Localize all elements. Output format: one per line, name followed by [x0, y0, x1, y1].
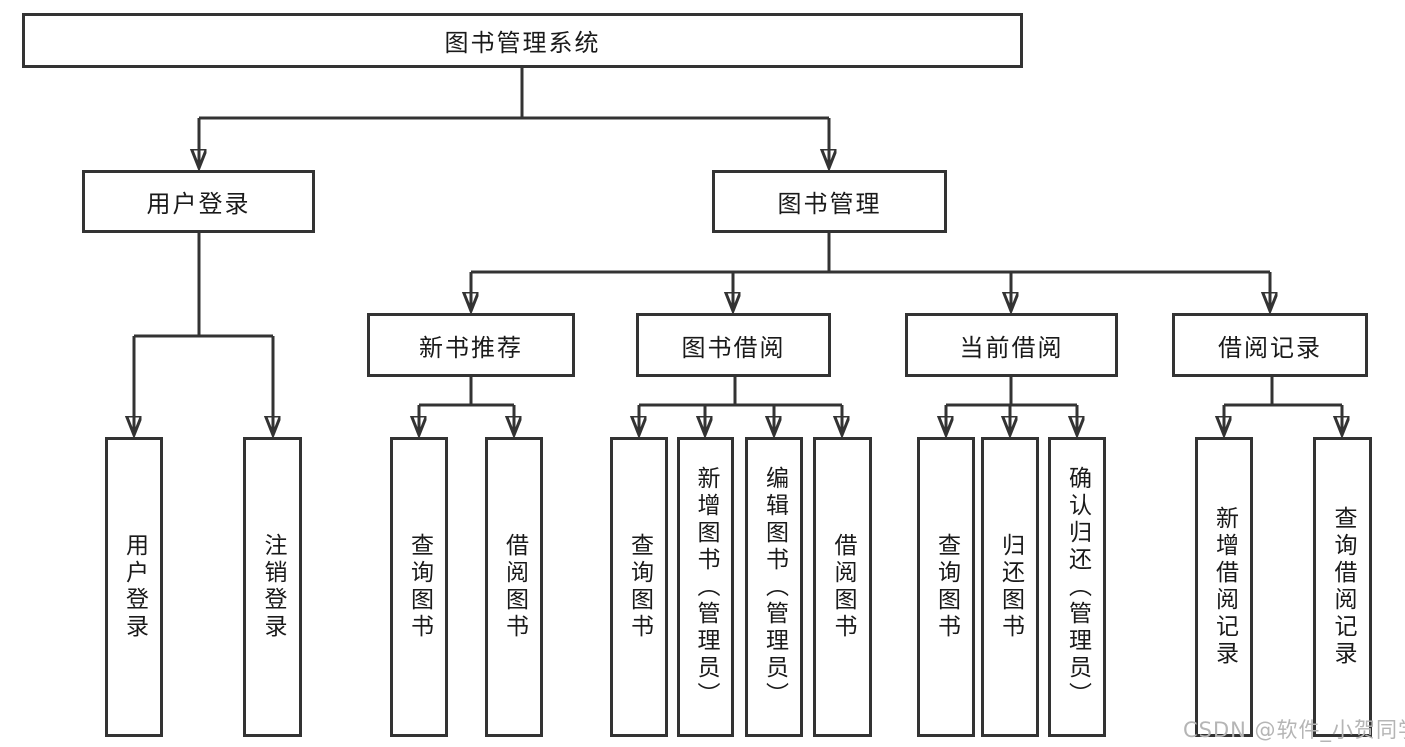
node-new-book-recommend: 新书推荐 — [367, 313, 575, 377]
node-book-borrowing-label: 图书借阅 — [681, 333, 786, 362]
leaf-query-books-recommend: 查询图书 — [390, 437, 448, 737]
leaf-add-borrow-record-label: 新增借阅记录 — [1211, 506, 1238, 668]
leaf-borrow-books-borrowing-label: 借阅图书 — [830, 533, 856, 641]
leaf-add-books-admin-label: 新增图书（管理员） — [693, 465, 719, 709]
leaf-query-borrow-record-label: 查询借阅记录 — [1330, 506, 1356, 668]
node-current-borrowing: 当前借阅 — [905, 313, 1118, 377]
leaf-return-books: 归还图书 — [981, 437, 1039, 737]
leaf-query-books-current-label: 查询图书 — [933, 533, 960, 641]
leaf-query-books-current: 查询图书 — [917, 437, 975, 737]
leaf-query-books-recommend-label: 查询图书 — [406, 533, 433, 641]
leaf-add-books-admin: 新增图书（管理员） — [677, 437, 734, 737]
leaf-borrow-books-recommend: 借阅图书 — [485, 437, 543, 737]
node-new-book-recommend-label: 新书推荐 — [419, 333, 523, 362]
leaf-query-books-borrowing-label: 查询图书 — [626, 533, 653, 641]
leaf-query-books-borrowing: 查询图书 — [610, 437, 668, 737]
node-book-borrowing: 图书借阅 — [636, 313, 831, 377]
node-user-login-label: 用户登录 — [146, 190, 251, 218]
leaf-confirm-return-admin: 确认归还（管理员） — [1048, 437, 1106, 737]
csdn-watermark: CSDN @软件_小贺同学 — [1183, 718, 1405, 742]
leaf-borrow-books-recommend-label: 借阅图书 — [501, 533, 528, 641]
leaf-user-login: 用户登录 — [105, 437, 163, 737]
leaf-edit-books-admin: 编辑图书（管理员） — [745, 437, 803, 737]
leaf-confirm-return-admin-label: 确认归还（管理员） — [1064, 465, 1091, 709]
leaf-edit-books-admin-label: 编辑图书（管理员） — [761, 465, 788, 709]
node-root: 图书管理系统 — [22, 13, 1023, 68]
node-root-label: 图书管理系统 — [444, 29, 601, 57]
leaf-logout-label: 注销登录 — [260, 533, 286, 641]
node-book-management-label: 图书管理 — [777, 190, 882, 218]
node-borrowing-records-label: 借阅记录 — [1218, 333, 1322, 362]
leaf-borrow-books-borrowing: 借阅图书 — [813, 437, 872, 737]
node-book-management: 图书管理 — [712, 170, 947, 233]
node-borrowing-records: 借阅记录 — [1172, 313, 1368, 377]
node-current-borrowing-label: 当前借阅 — [959, 333, 1064, 362]
leaf-return-books-label: 归还图书 — [997, 533, 1024, 641]
leaf-logout: 注销登录 — [243, 437, 302, 737]
leaf-user-login-label: 用户登录 — [121, 533, 148, 641]
node-user-login: 用户登录 — [82, 170, 315, 233]
leaf-query-borrow-record: 查询借阅记录 — [1313, 437, 1372, 737]
leaf-add-borrow-record: 新增借阅记录 — [1195, 437, 1253, 737]
